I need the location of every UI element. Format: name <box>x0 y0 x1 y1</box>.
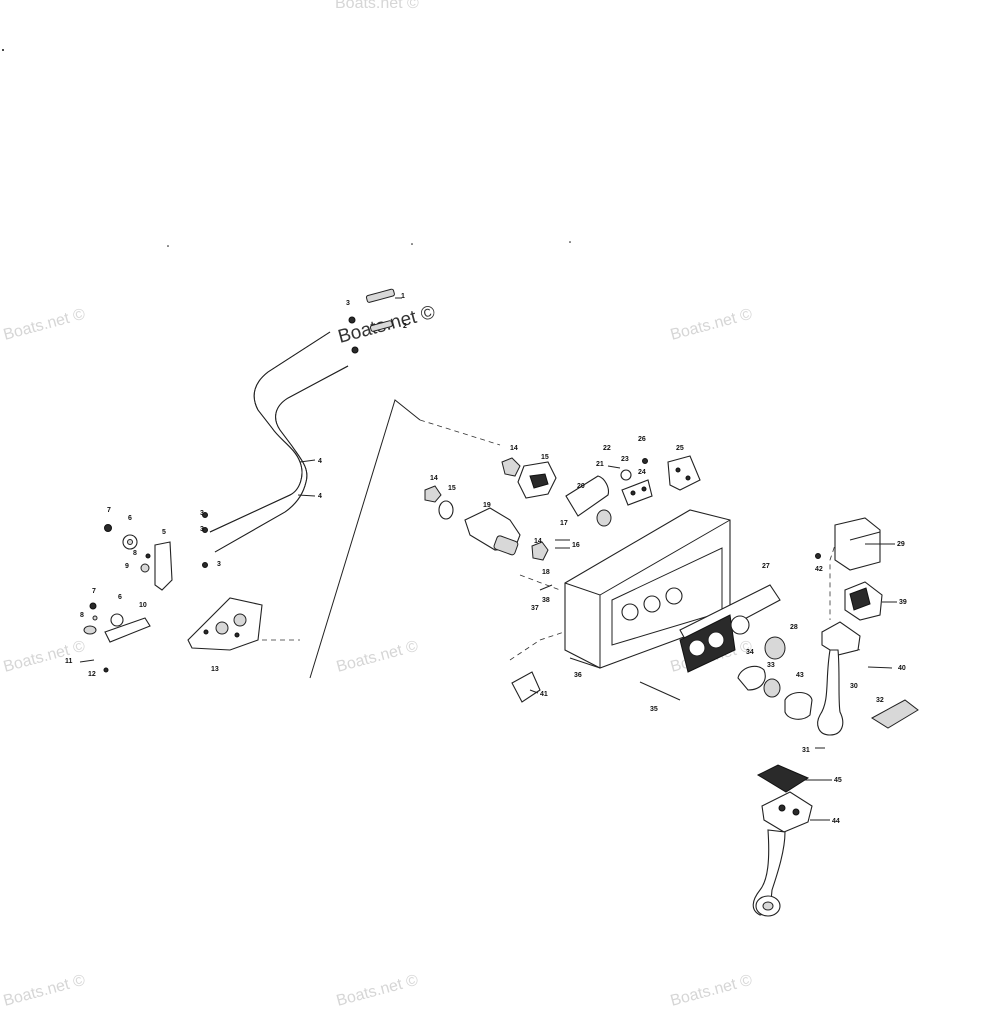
callout-number: 19 <box>483 502 491 509</box>
callout-number: 29 <box>897 541 905 548</box>
callout-number: 32 <box>876 697 884 704</box>
lever-bracket-assembly <box>79 512 263 673</box>
leader-lines <box>262 399 861 679</box>
callout-number: 3 <box>200 526 204 533</box>
callout-number: 41 <box>540 691 548 698</box>
callout-number: 13 <box>211 666 219 673</box>
callout-number: 28 <box>790 624 798 631</box>
callout-number: 14 <box>430 475 438 482</box>
pedal-arm-assembly <box>752 764 813 917</box>
callout-number: 14 <box>510 445 518 452</box>
callout-number: 17 <box>560 520 568 527</box>
callout-number: 23 <box>621 456 629 463</box>
callout-number: 15 <box>541 454 549 461</box>
callout-number: 11 <box>65 658 73 665</box>
callout-number: 6 <box>118 594 122 601</box>
bolts <box>511 671 681 703</box>
callout-number: 22 <box>603 445 611 452</box>
callout-number: 7 <box>107 507 111 514</box>
callout-number: 4 <box>318 493 322 500</box>
callout-number: 43 <box>796 672 804 679</box>
callout-number: 26 <box>638 436 646 443</box>
cable-end-fittings <box>348 288 402 354</box>
bracket-parts <box>607 455 701 506</box>
throttle-shift-cables <box>209 331 349 553</box>
callout-number: 3 <box>346 300 350 307</box>
callout-number: 20 <box>577 483 585 490</box>
foot-pedal-assembly <box>815 517 919 736</box>
callout-number: 27 <box>762 563 770 570</box>
callout-number: 24 <box>638 469 646 476</box>
callouts: 1 2 3 3 3 3 4 4 5 6 6 7 7 8 8 9 10 11 12… <box>65 293 907 825</box>
callout-number: 37 <box>531 605 539 612</box>
callout-number: 39 <box>899 599 907 606</box>
callout-number: 8 <box>80 612 84 619</box>
callout-number: 8 <box>133 550 137 557</box>
callout-number: 44 <box>832 818 840 825</box>
watermark: Boats.net © <box>2 972 88 1010</box>
watermark: Boats.net © <box>669 972 755 1010</box>
callout-number: 7 <box>92 588 96 595</box>
callout-number: 15 <box>448 485 456 492</box>
callout-number: 35 <box>650 706 658 713</box>
callout-number: 38 <box>542 597 550 604</box>
callout-number: 12 <box>88 671 96 678</box>
callout-number: 34 <box>746 649 754 656</box>
callout-number: 30 <box>850 683 858 690</box>
watermark: Boats.net © <box>2 638 88 676</box>
callout-number: 21 <box>596 461 604 468</box>
callout-leaders <box>529 543 897 821</box>
callout-number: 33 <box>767 662 775 669</box>
callout-number: 25 <box>676 445 684 452</box>
callout-number: 6 <box>128 515 132 522</box>
watermark-layer: Boats.net © Boats.net © Boats.net © Boat… <box>2 0 755 1010</box>
callout-number: 18 <box>542 569 550 576</box>
callout-number: 40 <box>898 665 906 672</box>
callout-number: 3 <box>200 510 204 517</box>
watermark: Boats.net © <box>335 0 419 12</box>
callout-number: 16 <box>572 542 580 549</box>
callout-number: 36 <box>574 672 582 679</box>
callout-number: 31 <box>802 747 810 754</box>
callout-number: 9 <box>125 563 129 570</box>
watermark: Boats.net © <box>335 972 421 1010</box>
instrument-panel <box>679 584 781 673</box>
callout-number: 3 <box>217 561 221 568</box>
watermark: Boats.net © <box>2 306 88 344</box>
shaft-assembly <box>424 457 612 591</box>
watermark: Boats.net © <box>335 638 421 676</box>
callout-number: 10 <box>139 602 147 609</box>
callout-number: 45 <box>834 777 842 784</box>
callout-number: 5 <box>162 529 166 536</box>
callout-number: 1 <box>401 293 405 300</box>
callout-number: 2 <box>403 323 407 330</box>
callout-number: 14 <box>534 538 542 545</box>
knobs <box>737 636 813 720</box>
watermark: Boats.net © <box>669 306 755 344</box>
callout-number: 4 <box>318 458 322 465</box>
callout-number: 42 <box>815 566 823 573</box>
